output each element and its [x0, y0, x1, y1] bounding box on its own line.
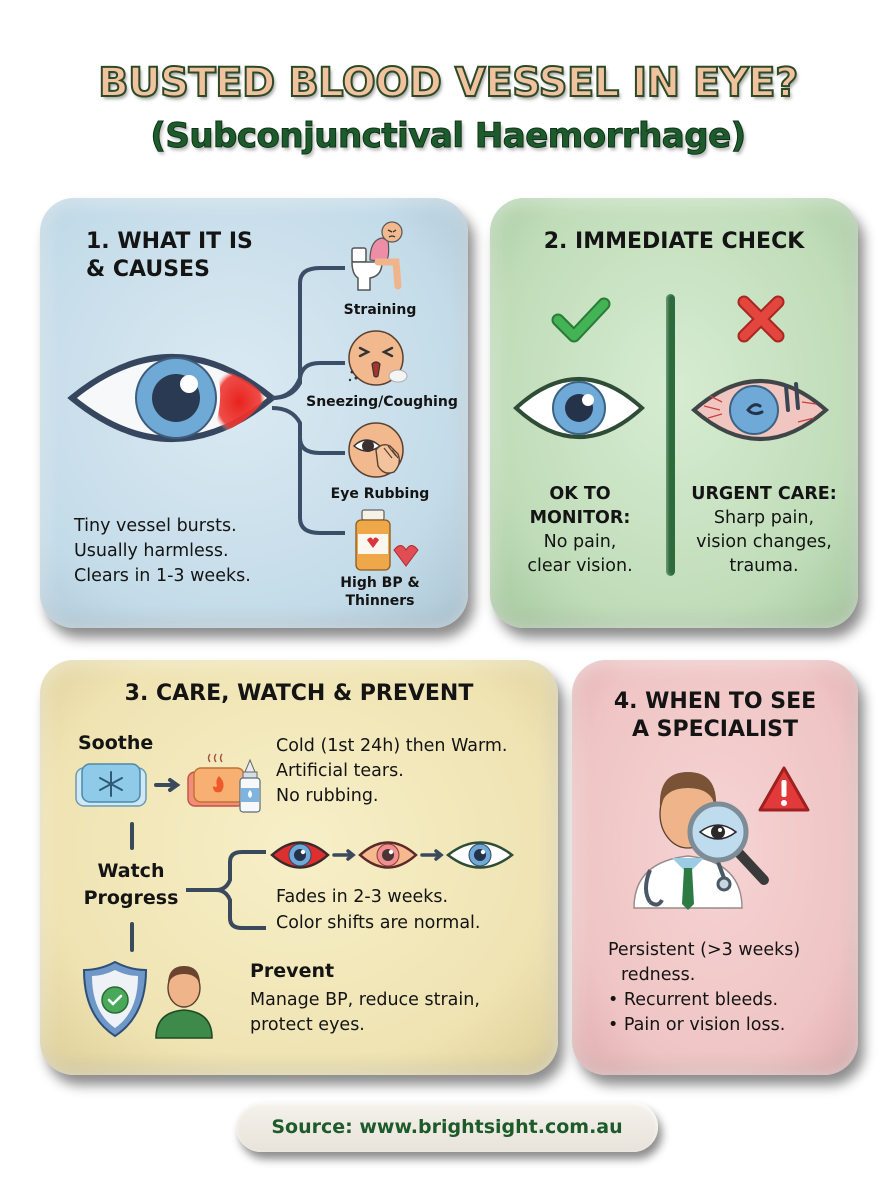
criteria-line: Persistent (>3 weeks)	[608, 940, 801, 960]
criteria-item: • Recurrent bleeds.	[608, 990, 779, 1010]
ok-to-monitor-text: OK TO MONITOR: No pain, clear vision.	[490, 482, 670, 578]
straining-toilet-icon	[351, 221, 403, 291]
watch-line: Fades in 2-3 weeks.	[276, 887, 449, 907]
arrow-right-icon	[154, 778, 181, 792]
cause-label-sneezing: Sneezing/Coughing	[306, 394, 458, 410]
soothe-line: Artificial tears.	[276, 761, 404, 781]
urgent-desc-line: Sharp pain,	[713, 508, 815, 528]
connector-line	[130, 922, 134, 952]
healthy-eye-icon	[513, 377, 645, 439]
shield-check-icon	[82, 960, 148, 1038]
urgent-title: URGENT CARE:	[691, 484, 837, 504]
cause-label-bp-line2: Thinners	[345, 593, 415, 609]
panel-immediate-check: 2. IMMEDIATE CHECK OK TO MONITOR: No pai…	[490, 198, 858, 628]
prevent-text: Manage BP, reduce strain, protect eyes.	[250, 988, 480, 1038]
medicine-bottle-heart-icon	[355, 509, 419, 571]
watch-label-line2: Progress	[83, 887, 179, 909]
cause-branch-lines	[271, 266, 345, 535]
panel4-heading: 4. WHEN TO SEE A SPECIALIST	[572, 688, 858, 744]
ok-desc-line: clear vision.	[527, 556, 633, 576]
panel1-heading-line1: 1. WHAT IT IS	[86, 229, 253, 254]
warning-triangle-icon	[758, 766, 810, 812]
specialist-criteria-list: Persistent (>3 weeks) redness. • Recurre…	[608, 938, 800, 1038]
watch-line: Color shifts are normal.	[276, 913, 481, 933]
cause-label-bp-line1: High BP &	[340, 575, 420, 591]
source-link[interactable]: Source: www.brightsight.com.au	[236, 1102, 658, 1152]
ok-desc-line: No pain,	[543, 532, 617, 552]
watch-branch-lines	[186, 850, 266, 930]
ok-title-line1: OK TO	[549, 484, 611, 504]
soothe-line: No rubbing.	[276, 786, 379, 806]
summary-line: Usually harmless.	[74, 541, 229, 561]
panel-care-watch-prevent: 3. CARE, WATCH & PREVENT Soothe Cold (1s…	[40, 660, 558, 1075]
warm-compress-icon	[187, 753, 245, 807]
panel-when-to-see-specialist: 4. WHEN TO SEE A SPECIALIST Persistent (…	[572, 660, 858, 1075]
injured-eye-icon	[690, 379, 830, 441]
doctor-magnifier-icon	[633, 772, 769, 910]
watch-progress-label: Watch Progress	[76, 858, 186, 912]
urgent-desc-line: trauma.	[729, 556, 799, 576]
divider-line	[666, 294, 675, 576]
panel1-heading: 1. WHAT IT IS & CAUSES	[86, 228, 253, 284]
summary-line: Clears in 1-3 weeks.	[74, 566, 251, 586]
urgent-desc-line: vision changes,	[696, 532, 832, 552]
prevent-label: Prevent	[250, 960, 335, 982]
red-eye-icon	[67, 354, 277, 442]
ok-title-line2: MONITOR:	[529, 508, 631, 528]
prevent-line: protect eyes.	[250, 1015, 365, 1035]
panel1-summary: Tiny vessel bursts. Usually harmless. Cl…	[74, 514, 251, 589]
panel2-heading: 2. IMMEDIATE CHECK	[543, 229, 805, 254]
eye-rubbing-icon	[348, 422, 404, 478]
criteria-line: redness.	[621, 965, 696, 985]
prevent-line: Manage BP, reduce strain,	[250, 990, 480, 1010]
eye-drops-icon	[239, 758, 261, 813]
page-title: BUSTED BLOOD VESSEL IN EYE?	[97, 59, 799, 107]
summary-line: Tiny vessel bursts.	[74, 516, 237, 536]
cause-label-straining: Straining	[343, 302, 417, 318]
soothe-label: Soothe	[78, 732, 154, 754]
cold-pack-icon	[75, 763, 147, 807]
watch-text: Fades in 2-3 weeks. Color shifts are nor…	[276, 884, 480, 936]
cause-label-eye-rubbing: Eye Rubbing	[330, 486, 430, 502]
panel4-heading-line2: A SPECIALIST	[631, 717, 799, 742]
cause-label-bp-thinners: High BP & Thinners	[330, 574, 430, 610]
eye-progression-icons	[270, 841, 515, 869]
watch-label-line1: Watch	[97, 860, 165, 882]
urgent-care-text: URGENT CARE: Sharp pain, vision changes,…	[674, 482, 854, 578]
panel3-heading: 3. CARE, WATCH & PREVENT	[124, 681, 474, 706]
panel4-heading-line1: 4. WHEN TO SEE	[613, 689, 817, 714]
connector-line	[130, 822, 134, 850]
person-icon	[155, 966, 213, 1039]
sneezing-face-icon	[348, 330, 408, 386]
checkmark-icon	[551, 297, 611, 343]
panel-what-it-is: 1. WHAT IT IS & CAUSES Straining	[40, 198, 468, 628]
page-subtitle: (Subconjunctival Haemorrhage)	[150, 116, 747, 157]
soothe-line: Cold (1st 24h) then Warm.	[276, 736, 508, 756]
soothe-text: Cold (1st 24h) then Warm. Artificial tea…	[276, 734, 508, 809]
criteria-item: • Pain or vision loss.	[608, 1015, 786, 1035]
panel1-heading-line2: & CAUSES	[86, 257, 210, 282]
cross-icon	[737, 295, 785, 343]
